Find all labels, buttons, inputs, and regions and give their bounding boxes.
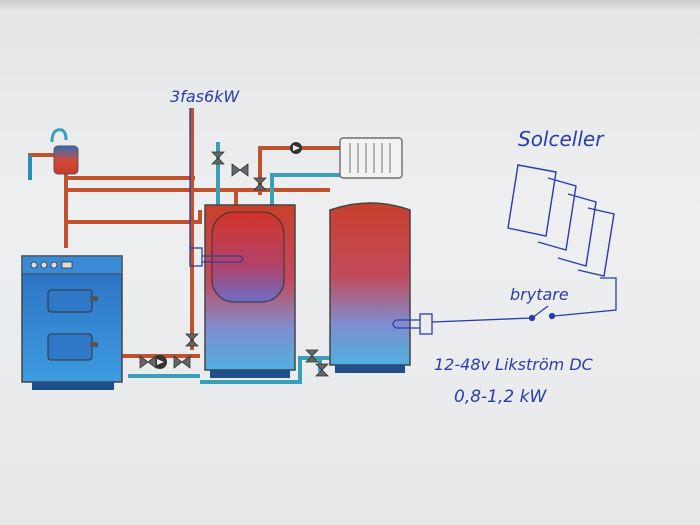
dc-power-label: 0,8-1,2 kW xyxy=(454,387,547,407)
solar-panels-label: Solceller xyxy=(518,127,605,151)
expansion-vessel-icon xyxy=(28,128,79,180)
solar-panel-icon xyxy=(507,164,615,277)
switch-icon xyxy=(528,277,617,322)
accumulator-tank xyxy=(204,204,296,378)
heater-annotation: 3fas6kW xyxy=(170,87,240,106)
switch-label: brytare xyxy=(510,285,569,304)
hot-pipes xyxy=(28,108,340,375)
right-tank xyxy=(329,202,411,373)
dc-voltage-label: 12-48v Likström DC xyxy=(434,355,594,374)
radiator-icon xyxy=(339,137,403,179)
pump-icon xyxy=(153,142,302,369)
window-top-edge xyxy=(0,0,700,10)
boiler-icon xyxy=(21,255,123,390)
immersion-heater-icon xyxy=(189,108,244,267)
dc-heater-icon xyxy=(392,313,533,335)
valve-icon xyxy=(139,151,329,377)
